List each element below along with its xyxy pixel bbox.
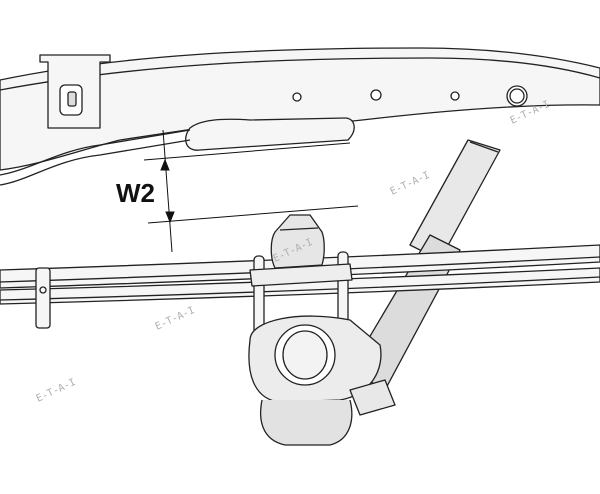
spring-clip <box>35 267 51 329</box>
bump-stop-rail <box>185 117 355 151</box>
watermark: E-T-A-I <box>35 377 78 405</box>
dimension-label: W2 <box>116 178 155 208</box>
frame-rail <box>0 47 600 171</box>
watermark: E-T-A-I <box>154 305 197 333</box>
dimension-w2 <box>143 129 359 253</box>
axle-housing <box>248 315 396 446</box>
watermark: E-T-A-I <box>389 170 432 198</box>
